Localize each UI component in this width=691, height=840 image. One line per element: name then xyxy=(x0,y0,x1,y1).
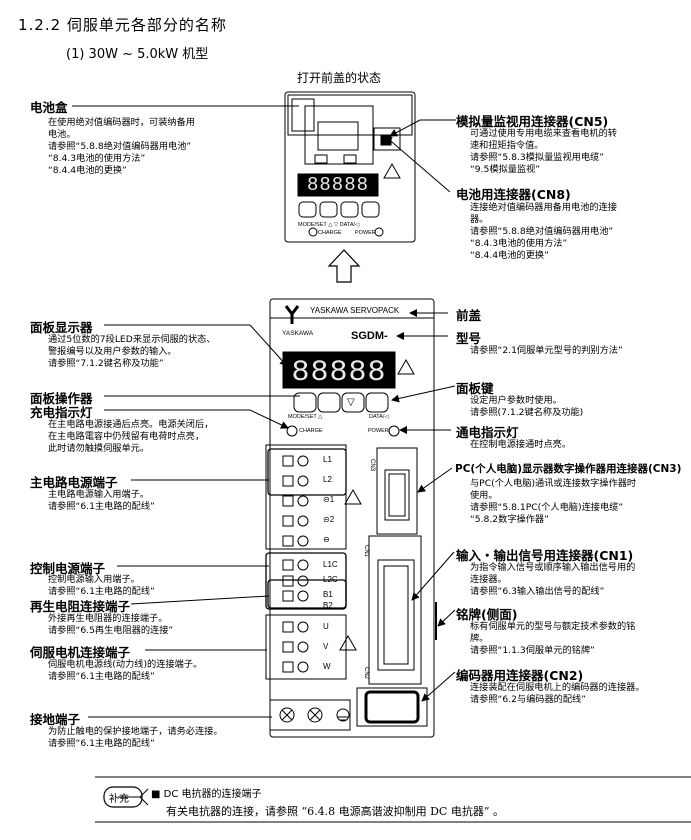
terminal-w: W xyxy=(323,662,331,671)
charge-lamp-desc: 在主电路电源接通后点亮。电源关闭后，在主电路電容中仍残留有电荷时点亮，此时请勿触… xyxy=(48,419,214,454)
cn2-desc: 连接装配在伺服电机上的编码器的连接器。请参照“6.2与编码器的配线” xyxy=(470,682,645,705)
main-power-terminal-desc: 主电路电源输入用端子。请参照“6.1主电路的配线” xyxy=(48,489,155,512)
motor-terminal-title: 伺服电机连接端子 xyxy=(30,645,131,660)
terminal-l1: L1 xyxy=(323,455,332,464)
top-caption: 打开前盖的状态 xyxy=(297,71,382,85)
motor-terminal-desc: 伺服电机电源线(动力线)的连接端子。请参照“6.1主电路的配线” xyxy=(48,659,203,682)
main-device-body xyxy=(269,298,435,738)
ground-terminal-title: 接地端子 xyxy=(30,712,81,727)
regen-terminal-title: 再生电阻连接端子 xyxy=(30,599,131,614)
terminal-l2c: L2C xyxy=(323,575,338,584)
terminal-v: V xyxy=(323,642,329,651)
ground-terminal-desc: 为防止触电的保护接地端子，请务必连接。请参照“6.1主电路的配线” xyxy=(48,726,223,749)
cn2-label: CN2 xyxy=(363,666,370,680)
svg-text:POWER: POWER xyxy=(355,230,376,236)
key-data: DATA/◁ xyxy=(369,414,389,420)
panel-keys-title: 面板键 xyxy=(456,381,494,396)
terminal-u: U xyxy=(323,622,329,631)
main-display-digits: 88888 xyxy=(291,356,386,390)
key-down: ▽ xyxy=(347,397,355,408)
cn3-title: PC(个人电脑)显示器数字操作器用连接器(CN3) xyxy=(455,463,682,475)
supplement-badge-frame xyxy=(103,786,143,808)
terminal-minus: ⊖ xyxy=(323,535,330,544)
battery-box-desc: 在使用绝对值编码器时，可装纳备用电池。请参照“5.8.8绝对值编码器用电池” “… xyxy=(48,117,195,176)
panel-display-desc: 通过5位数的7段LED来显示伺服的状态、警报编号以及用户参数的输入。请参照“7.… xyxy=(48,334,216,369)
charge-lamp-title: 充电指示灯 xyxy=(30,405,93,420)
model-heading: (1) 30W ~ 5.0kW 机型 xyxy=(66,47,209,62)
model-title: 型号 xyxy=(456,331,482,346)
key-mode: MODE/SET △ xyxy=(288,414,323,420)
brand-label: YASKAWA SERVOPACK xyxy=(310,306,400,315)
model-desc: 请参照“2.1伺服单元型号的判别方法” xyxy=(470,345,623,356)
panel-operator-title: 面板操作器 xyxy=(30,391,93,406)
up-arrow-icon xyxy=(327,249,361,283)
cn1-label: CN1 xyxy=(363,544,370,558)
cn8-title: 电池用连接器(CN8) xyxy=(456,187,571,202)
svg-text:CHARGE: CHARGE xyxy=(318,230,342,236)
cn5-desc: 可通过使用专用电缆来查看电机的转速和扭矩指令值。请参照“5.8.3模拟量监视用电… xyxy=(470,128,617,175)
supplement-text: 有关电抗器的连接，请参照 “6.4.8 电源高谐波抑制用 DC 电抗器” 。 xyxy=(166,805,504,818)
svg-text:MODE/SET △ ▽ DATA/◁: MODE/SET △ ▽ DATA/◁ xyxy=(298,222,360,228)
terminal-l2: L2 xyxy=(323,475,332,484)
battery-box-title: 电池盒 xyxy=(30,100,68,115)
brand-small: YASKAWA xyxy=(282,330,314,337)
terminal-b2: B2 xyxy=(323,601,333,610)
terminal-l1c: L1C xyxy=(323,560,338,569)
top-display-digits: 88888 xyxy=(307,174,369,196)
power-lamp-title: 通电指示灯 xyxy=(456,425,519,440)
section-heading: 1.2.2 伺服单元各部分的名称 xyxy=(18,16,227,34)
terminal-1: ⊝1 xyxy=(323,495,335,504)
supplement-badge: 补充 xyxy=(109,794,129,805)
power-label: POWER xyxy=(368,428,389,434)
cn1-desc: 为指令输入信号或顺序输入输出信号用的连接器。请参照“6.3输入输出信号的配线” xyxy=(470,562,636,597)
cn1-title: 输入・输出信号用连接器(CN1) xyxy=(456,548,634,563)
cn8-desc: 连接绝对值编码器用备用电池的连接器。请参照“5.8.8绝对值编码器用电池” “8… xyxy=(470,202,617,261)
terminal-b1: B1 xyxy=(323,590,333,599)
cn3-label: CN3 xyxy=(369,458,376,472)
panel-display-title: 面板显示器 xyxy=(30,320,93,335)
terminal-2: ⊝2 xyxy=(323,515,335,524)
cn2-title: 编码器用连接器(CN2) xyxy=(456,668,584,683)
charge-label: CHARGE xyxy=(299,428,323,434)
front-cover-title: 前盖 xyxy=(456,308,482,323)
top-device xyxy=(284,91,416,243)
cn3-desc: 与PC(个人电脑)通讯或连接数字操作器时使用。请参照“5.8.1PC(个人电脑)… xyxy=(470,478,637,525)
control-power-terminal-title: 控制电源端子 xyxy=(30,561,106,576)
nameplate-title: 铭牌(侧面) xyxy=(456,607,518,622)
supplement-title: ■ DC 电抗器的连接端子 xyxy=(151,789,262,800)
cn5-title: 模拟量监视用连接器(CN5) xyxy=(456,114,609,129)
control-power-terminal-desc: 控制电源输入用端子。请参照“6.1主电路的配线” xyxy=(48,574,155,597)
model-prefix: SGDM- xyxy=(351,330,388,342)
nameplate-desc: 标有伺服单元的型号与额定技术参数的铭牌。请参照“1.1.3伺服单元的铭牌” xyxy=(470,621,636,656)
main-power-terminal-title: 主电路电源端子 xyxy=(30,475,118,490)
regen-terminal-desc: 外接再生电阻器的连接端子。请参照“6.5再生电阻器的连接” xyxy=(48,613,174,636)
power-lamp-desc: 在控制电源接通时点亮。 xyxy=(470,439,572,450)
panel-keys-desc: 设定用户参数时使用。请参照(7.1.2键名称及功能) xyxy=(470,395,584,418)
